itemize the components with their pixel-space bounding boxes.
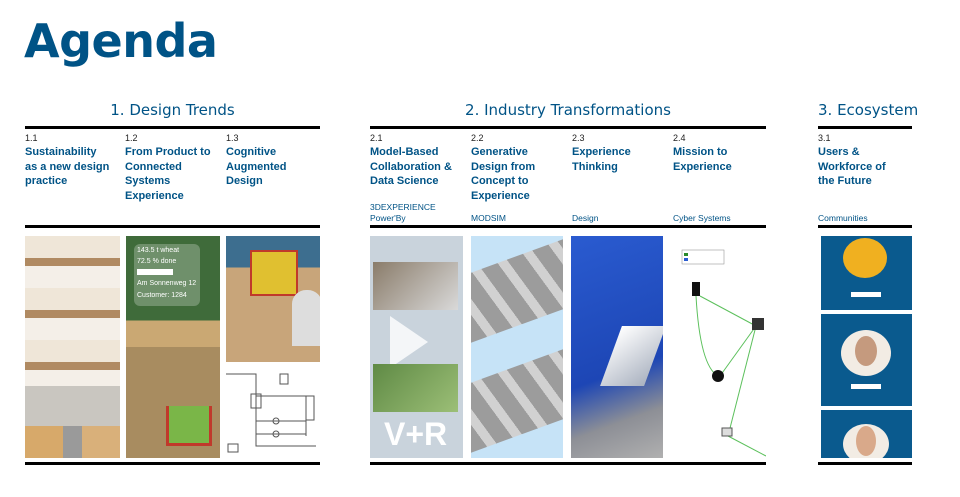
user-face <box>855 336 877 366</box>
name-tag <box>851 384 881 389</box>
agenda-item-cognitive-design[interactable]: Cognitive Augmented Design <box>226 145 287 189</box>
item-number: 2.1 <box>370 133 383 143</box>
agenda-item-experience-thinking[interactable]: Experience Thinking <box>572 145 631 174</box>
overlay-progress-bar <box>137 269 173 275</box>
title-line: Experience <box>125 189 184 202</box>
agenda-item-sustainability[interactable]: Sustainability as a new design practice <box>25 145 109 189</box>
title-line: From Product to <box>125 146 211 158</box>
mission-diagram <box>681 249 766 457</box>
title-line: practice <box>25 175 68 187</box>
generative-part <box>471 349 563 453</box>
title-line: Workforce of <box>818 160 886 173</box>
item-subtitle: Cyber Systems <box>673 213 731 223</box>
item-subtitle: Communities <box>818 213 868 223</box>
item-number: 1.1 <box>25 133 38 143</box>
overlay-address: Am Sonnenweg 12 <box>137 280 197 287</box>
item-number: 3.1 <box>818 133 831 143</box>
divider <box>25 462 320 465</box>
page-title: Agenda <box>24 14 218 68</box>
car-design-image <box>571 236 663 458</box>
testimonial-card <box>821 314 912 406</box>
item-number: 1.3 <box>226 133 239 143</box>
section-heading-industry-transformations: 2. Industry Transformations <box>465 101 671 119</box>
headlight <box>600 326 663 386</box>
user-avatar <box>843 238 887 278</box>
section-heading-design-trends: 1. Design Trends <box>110 101 235 119</box>
divider <box>818 462 912 465</box>
name-tag <box>851 292 881 297</box>
title-line: Augmented <box>226 160 287 173</box>
building-model <box>250 250 298 296</box>
process-diagram-image <box>226 366 320 458</box>
power-by-image: V+R <box>370 236 463 458</box>
divider <box>818 126 912 129</box>
agenda-item-mission-to-experience[interactable]: Mission to Experience <box>673 145 732 174</box>
agenda-item-generative-design[interactable]: Generative Design from Concept to Experi… <box>471 145 535 203</box>
divider <box>25 225 320 228</box>
process-diagram <box>226 373 316 453</box>
title-line: Systems <box>125 175 171 187</box>
title-line: the Future <box>818 175 872 187</box>
overlay-customer: Customer: 1284 <box>137 292 187 299</box>
title-line: as a new design <box>25 160 110 173</box>
wall-area <box>25 386 120 426</box>
item-number: 1.2 <box>125 133 138 143</box>
subtitle-line: 3DEXPERIENCE <box>370 202 436 212</box>
tank-model <box>292 290 320 346</box>
title-line: Model-Based <box>370 146 439 158</box>
item-subtitle: Design <box>572 213 599 223</box>
tablet-photo <box>373 262 458 310</box>
divider <box>370 462 766 465</box>
title-line: Experience <box>673 160 732 173</box>
title-line: Data Science <box>370 175 439 187</box>
agenda-item-users-workforce[interactable]: Users & Workforce of the Future <box>818 145 886 189</box>
smart-farming-image: 143.5 t wheat 72.5 % done Am Sonnenweg 1… <box>126 236 220 458</box>
harvester <box>166 406 212 446</box>
title-line: Connected <box>125 160 182 173</box>
phone-photo <box>373 364 458 412</box>
item-number: 2.3 <box>572 133 585 143</box>
title-line: Sustainability <box>25 146 97 158</box>
title-line: Collaboration & <box>370 160 452 173</box>
title-line: Mission to <box>673 146 728 158</box>
sustainable-architecture-image <box>25 236 120 458</box>
title-line: Experience <box>572 146 631 158</box>
title-line: Design <box>226 175 263 187</box>
divider <box>25 126 320 129</box>
testimonial-card <box>821 410 912 458</box>
title-line: Users & <box>818 146 860 158</box>
title-line: Thinking <box>572 160 618 173</box>
generative-part <box>471 239 563 343</box>
title-line: Generative <box>471 146 528 158</box>
agenda-item-model-based[interactable]: Model-Based Collaboration & Data Science <box>370 145 452 189</box>
generative-design-image <box>471 236 563 458</box>
section-heading-ecosystem: 3. Ecosystem <box>818 101 919 119</box>
subtitle-line: Power'By <box>370 213 406 223</box>
item-number: 2.2 <box>471 133 484 143</box>
cyber-systems-diagram-image <box>670 236 766 458</box>
item-subtitle: 3DEXPERIENCE Power'By <box>370 202 436 224</box>
divider <box>370 225 766 228</box>
overlay-progress: 72.5 % done <box>137 258 177 265</box>
title-line: Experience <box>471 189 530 202</box>
item-number: 2.4 <box>673 133 686 143</box>
overlay-tonnage: 143.5 t wheat <box>137 247 180 254</box>
wood-panel <box>25 426 120 458</box>
title-line: Design from <box>471 160 536 173</box>
testimonial-card <box>821 236 912 310</box>
item-subtitle: MODSIM <box>471 213 506 223</box>
play-icon <box>390 316 428 368</box>
title-line: Concept to <box>471 175 529 187</box>
user-face <box>856 426 876 456</box>
agenda-item-connected-systems[interactable]: From Product to Connected Systems Experi… <box>125 145 211 203</box>
divider <box>370 126 766 129</box>
vr-logo: V+R <box>384 416 448 452</box>
divider <box>818 225 912 228</box>
title-line: Cognitive <box>226 146 277 158</box>
plant-3d-model-image <box>226 236 320 362</box>
farm-overlay-panel <box>134 244 200 306</box>
